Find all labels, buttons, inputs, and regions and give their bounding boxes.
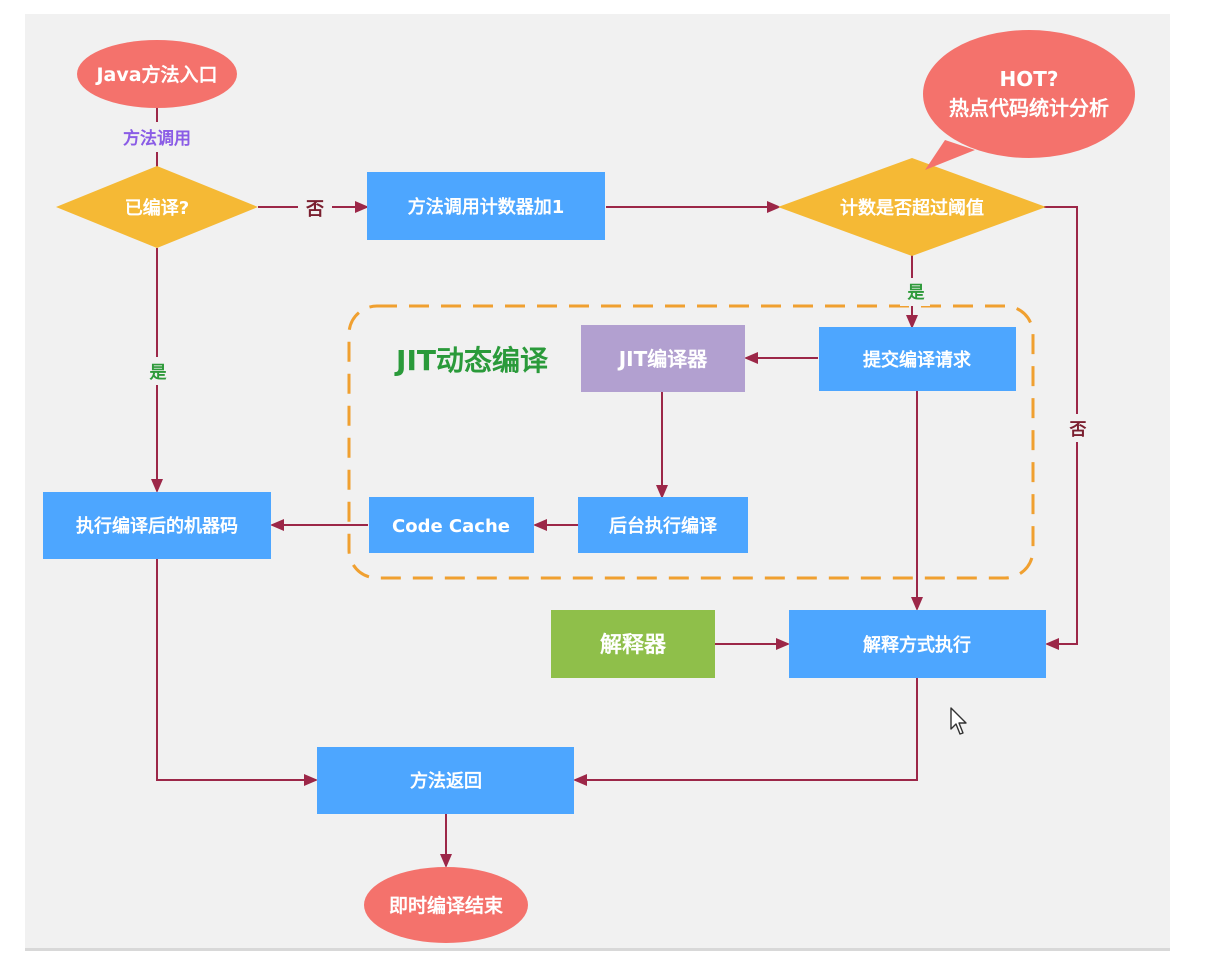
node-jit-compiler: JIT编译器 <box>581 325 745 392</box>
node-interpreter: 解释器 <box>551 610 715 678</box>
node-interpret-exec: 解释方式执行 <box>789 610 1046 678</box>
edge-label-yes-threshold: 是 <box>908 283 925 303</box>
method-return-label: 方法返回 <box>410 770 482 792</box>
hot-line1-label: HOT? <box>1000 67 1059 91</box>
interpret-exec-label: 解释方式执行 <box>863 634 971 656</box>
node-background-compile: 后台执行编译 <box>578 497 748 553</box>
arrow-exec-to-return <box>156 559 318 786</box>
code-cache-label: Code Cache <box>392 516 510 537</box>
jit-end-label: 即时编译结束 <box>389 894 504 917</box>
node-method-return: 方法返回 <box>317 747 574 814</box>
background-compile-label: 后台执行编译 <box>609 515 718 537</box>
node-java-entry: Java方法入口 <box>77 40 237 108</box>
diagram-canvas <box>25 14 1170 948</box>
node-code-cache: Code Cache <box>369 497 534 553</box>
node-compiled-check: 已编译? <box>56 166 258 248</box>
compiled-check-label: 已编译? <box>125 197 189 219</box>
edge-label-no-threshold: 否 <box>1069 420 1087 440</box>
node-jit-end: 即时编译结束 <box>364 867 528 943</box>
no-counter-label-bg <box>298 193 332 221</box>
node-counter-increment: 方法调用计数器加1 <box>367 172 605 240</box>
interpreter-label: 解释器 <box>600 632 667 658</box>
edge-label-yes-compiled: 是 <box>150 363 167 383</box>
exec-machine-code-label: 执行编译后的机器码 <box>76 515 238 537</box>
jit-frame <box>347 304 1035 580</box>
no-threshold-label-bg <box>1063 414 1093 442</box>
edge-label-method-call: 方法调用 <box>123 128 191 149</box>
mouse-cursor-icon <box>950 707 967 735</box>
jit-compiler-label: JIT编译器 <box>617 347 709 371</box>
yes-threshold-label-bg <box>900 278 930 306</box>
node-hot-bubble: HOT? 热点代码统计分析 <box>923 30 1135 170</box>
node-exec-machine-code: 执行编译后的机器码 <box>43 492 271 559</box>
counter-increment-label: 方法调用计数器加1 <box>408 196 565 218</box>
bottom-divider <box>25 948 1170 951</box>
hot-line2-label: 热点代码统计分析 <box>949 96 1109 120</box>
node-submit-request: 提交编译请求 <box>819 327 1016 391</box>
node-threshold-check: 计数是否超过阈值 <box>778 158 1046 256</box>
yes-compiled-label-bg <box>143 357 173 385</box>
jit-title: JIT动态编译 <box>394 344 549 377</box>
method-call-label-bg <box>107 122 207 152</box>
threshold-check-label: 计数是否超过阈值 <box>840 197 984 219</box>
edge-label-no-counter: 否 <box>305 199 324 220</box>
arrow-interpret-to-return <box>573 678 918 786</box>
java-entry-label: Java方法入口 <box>94 63 217 86</box>
submit-request-label: 提交编译请求 <box>863 349 972 371</box>
